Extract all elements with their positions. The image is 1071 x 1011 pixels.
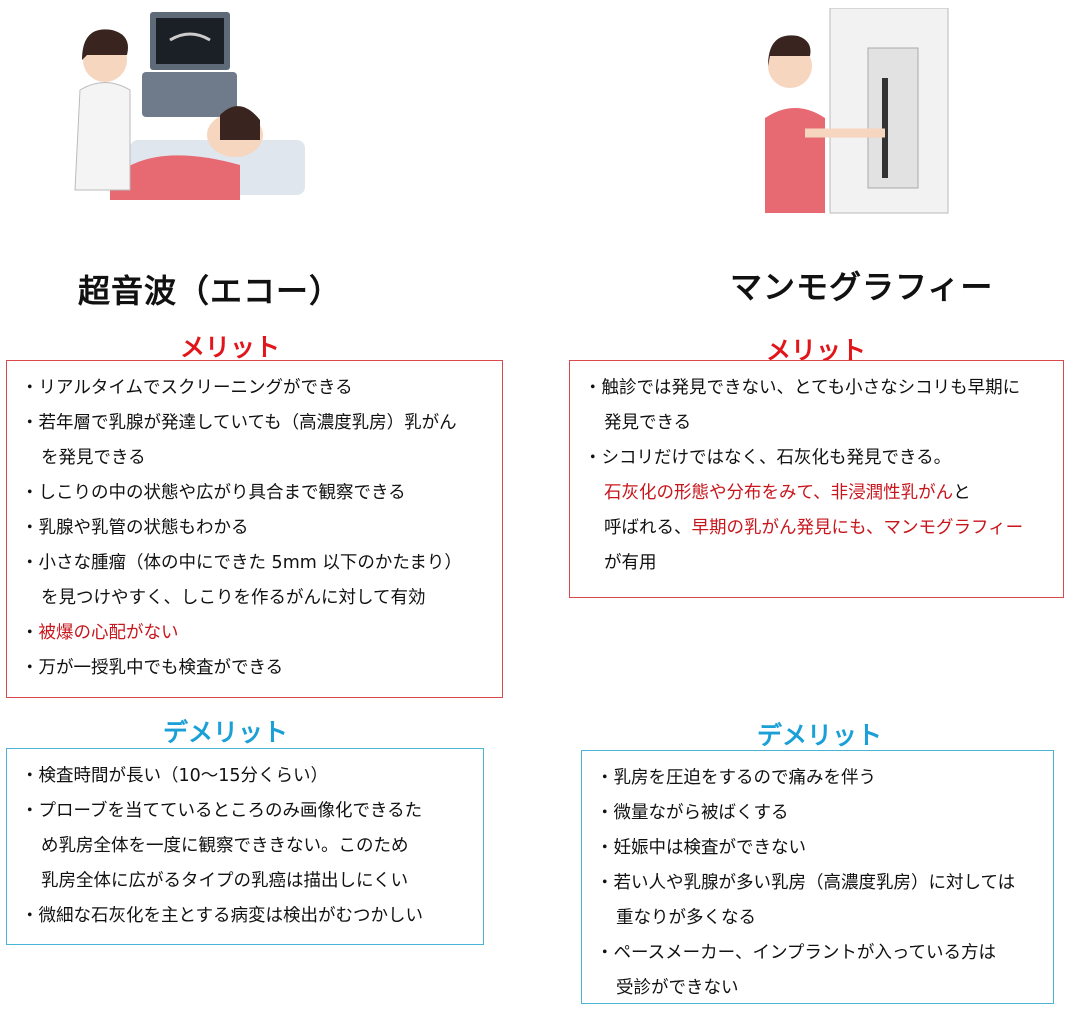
item-text: 乳房全体に広がるタイプの乳癌は描出しにくい <box>41 871 409 891</box>
ultrasound-title: 超音波（エコー） <box>78 272 343 310</box>
list-item: め乳房全体を一度に観察でききない。このため <box>21 829 471 864</box>
highlighted-text: 被爆の心配がない <box>38 623 179 643</box>
ultrasound-demerit-label: デメリット <box>163 718 289 747</box>
item-text: ・ペースメーカー、インプラントが入っている方は <box>596 943 997 963</box>
list-item: を発見できる <box>21 441 490 476</box>
mammography-merits-box: ・触診では発見できない、とても小さなシコリも早期に発見できる・シコリだけではなく… <box>569 360 1064 598</box>
item-text: を発見できる <box>41 448 146 468</box>
ultrasound-merits-box: ・リアルタイムでスクリーニングができる・若年層で乳腺が発達していても（高濃度乳房… <box>6 360 503 698</box>
mammography-demerits-box: ・乳房を圧迫をするので痛みを伴う・微量ながら被ばくする・妊娠中は検査ができない・… <box>581 750 1054 1004</box>
list-item: ・微細な石灰化を主とする病変は検出がむつかしい <box>21 899 471 934</box>
list-item: 呼ばれる、早期の乳がん発見にも、マンモグラフィー <box>584 511 1051 546</box>
mammography-demerit-label: デメリット <box>757 721 883 750</box>
item-text: 重なりが多くなる <box>616 908 756 928</box>
item-text: ・しこりの中の状態や広がり具合まで観察できる <box>21 483 406 503</box>
item-text: と <box>953 483 971 503</box>
item-text: ・検査時間が長い（10～15分くらい） <box>21 766 329 786</box>
list-item: ・妊娠中は検査ができない <box>596 831 1041 866</box>
ultrasound-merit-label: メリット <box>180 333 281 362</box>
item-text: 受診ができない <box>616 978 739 998</box>
list-item: ・若い人や乳腺が多い乳房（高濃度乳房）に対しては <box>596 866 1041 901</box>
item-text: め乳房全体を一度に観察でききない。このため <box>41 836 409 856</box>
item-text: ・若年層で乳腺が発達していても（高濃度乳房）乳がん <box>21 413 457 433</box>
item-text: ・若い人や乳腺が多い乳房（高濃度乳房）に対しては <box>596 873 1016 893</box>
mammography-exam-illustration <box>765 8 949 214</box>
list-item: 石灰化の形態や分布をみて、非浸潤性乳がんと <box>584 476 1051 511</box>
list-item: を見つけやすく、しこりを作るがんに対して有効 <box>21 581 490 616</box>
item-text: ・乳房を圧迫をするので痛みを伴う <box>596 768 876 788</box>
item-text: ・妊娠中は検査ができない <box>596 838 806 858</box>
item-text: 発見できる <box>604 413 692 433</box>
list-item: 重なりが多くなる <box>596 901 1041 936</box>
item-text: ・微細な石灰化を主とする病変は検出がむつかしい <box>21 906 423 926</box>
item-text: ・プローブを当てているところのみ画像化できるた <box>21 801 423 821</box>
list-item: 乳房全体に広がるタイプの乳癌は描出しにくい <box>21 864 471 899</box>
item-text: ・小さな腫瘤（体の中にできた 5mm 以下のかたまり） <box>21 553 462 573</box>
item-text: を見つけやすく、しこりを作るがんに対して有効 <box>41 588 426 608</box>
item-text: が有用 <box>604 553 657 573</box>
list-item: ・シコリだけではなく、石灰化も発見できる。 <box>584 441 1051 476</box>
list-item: 発見できる <box>584 406 1051 441</box>
list-item: ・触診では発見できない、とても小さなシコリも早期に <box>584 371 1051 406</box>
highlighted-text: 早期の乳がん発見にも、マンモグラフィー <box>691 518 1024 538</box>
list-item: ・乳腺や乳管の状態もわかる <box>21 511 490 546</box>
list-item: ・しこりの中の状態や広がり具合まで観察できる <box>21 476 490 511</box>
list-item: ・微量ながら被ばくする <box>596 796 1041 831</box>
item-text: ・リアルタイムでスクリーニングができる <box>21 378 353 398</box>
item-text: ・乳腺や乳管の状態もわかる <box>21 518 249 538</box>
list-item: が有用 <box>584 546 1051 581</box>
mammography-title: マンモグラフィー <box>730 268 994 306</box>
list-item: ・検査時間が長い（10～15分くらい） <box>21 759 471 794</box>
item-text: ・シコリだけではなく、石灰化も発見できる。 <box>584 448 952 468</box>
item-text: ・ <box>21 623 39 643</box>
ultrasound-demerits-box: ・検査時間が長い（10～15分くらい） ・プローブを当てているところのみ画像化でき… <box>6 748 484 945</box>
list-item: ・ペースメーカー、インプラントが入っている方は <box>596 936 1041 971</box>
list-item: 受診ができない <box>596 971 1041 1006</box>
list-item: ・リアルタイムでスクリーニングができる <box>21 371 490 406</box>
ultrasound-exam-illustration <box>74 12 305 200</box>
highlighted-text: 石灰化の形態や分布をみて、非浸潤性乳がん <box>604 483 954 503</box>
list-item: ・若年層で乳腺が発達していても（高濃度乳房）乳がん <box>21 406 490 441</box>
item-text: 呼ばれる、 <box>604 518 692 538</box>
list-item: ・小さな腫瘤（体の中にできた 5mm 以下のかたまり） <box>21 546 490 581</box>
list-item: ・プローブを当てているところのみ画像化できるた <box>21 794 471 829</box>
item-text: ・微量ながら被ばくする <box>596 803 789 823</box>
item-text: ・万が一授乳中でも検査ができる <box>21 658 284 678</box>
list-item: ・万が一授乳中でも検査ができる <box>21 651 490 686</box>
item-text: ・触診では発見できない、とても小さなシコリも早期に <box>584 378 1021 398</box>
list-item: ・乳房を圧迫をするので痛みを伴う <box>596 761 1041 796</box>
list-item: ・被爆の心配がない <box>21 616 490 651</box>
